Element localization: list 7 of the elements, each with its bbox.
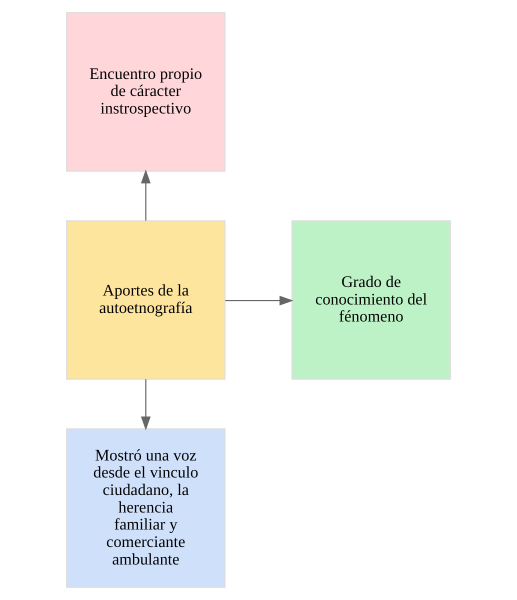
node-box: Encuentro propio de cáracter instrospectivo [66, 12, 226, 172]
arrow [140, 169, 151, 221]
node-box: Aportes de la autoetnografía [66, 220, 226, 380]
node-box: Mostró una voz desde el vinculo ciudadano, la herencia familiar y comerciante ambulante [66, 428, 226, 588]
arrow [225, 296, 294, 306]
node-box: Grado de conocimiento del fénomeno [291, 220, 451, 380]
arrow [140, 379, 151, 430]
